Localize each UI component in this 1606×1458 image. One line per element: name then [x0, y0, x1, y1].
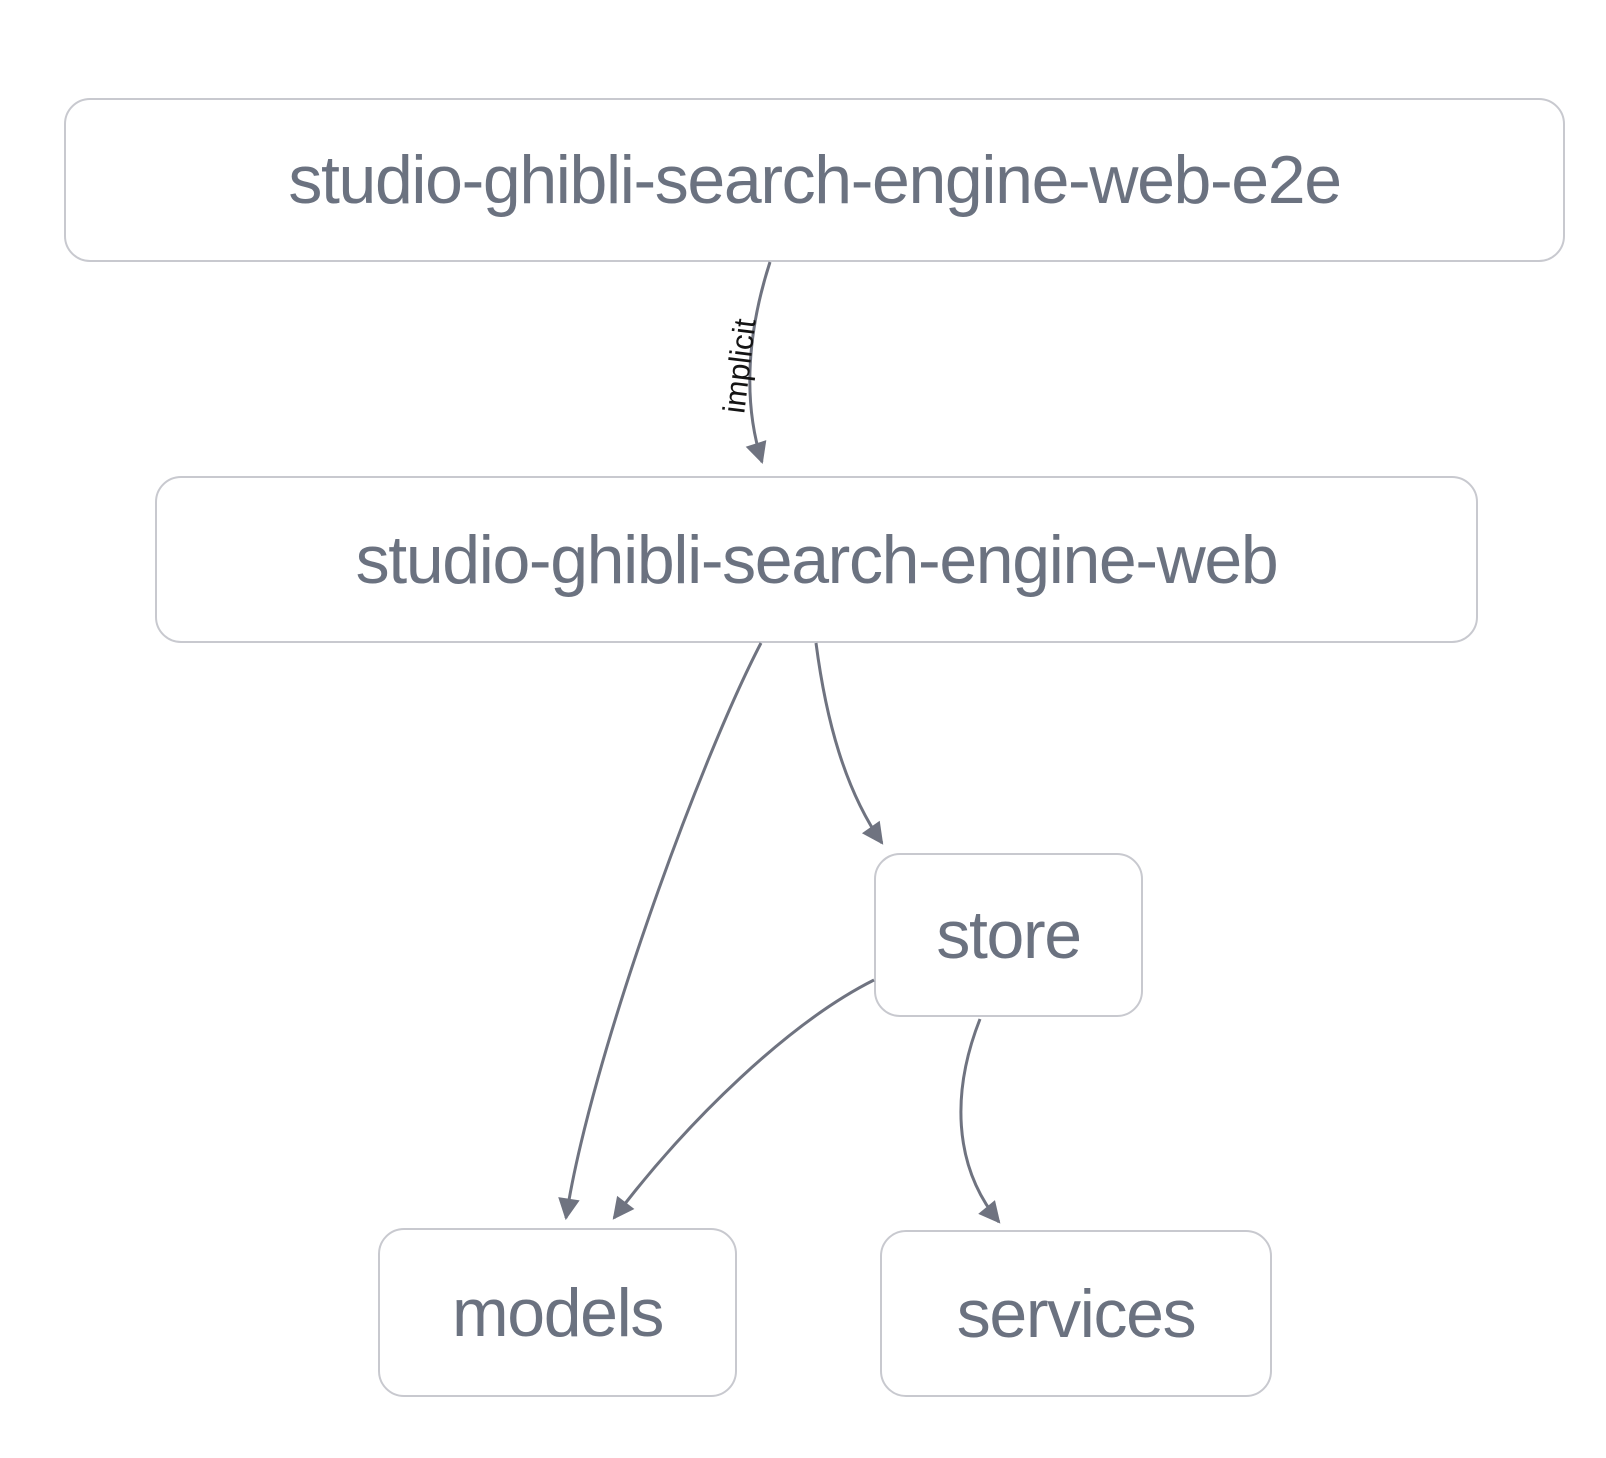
edge-web-to-store — [814, 642, 884, 845]
node-label: models — [451, 1274, 664, 1351]
node-services[interactable]: services — [880, 1230, 1272, 1397]
edge-label-implicit: implicit — [716, 316, 763, 416]
edge-store-to-services — [959, 1018, 1001, 1224]
node-models[interactable]: models — [378, 1228, 737, 1397]
node-label: store — [936, 897, 1082, 973]
node-label: services — [956, 1275, 1197, 1352]
node-studio-ghibli-search-engine-web-e2e[interactable]: studio-ghibli-search-engine-web-e2e — [64, 98, 1565, 262]
edge-e2e-to-web — [745, 261, 772, 465]
edge-web-to-models — [558, 642, 763, 1221]
node-store[interactable]: store — [874, 853, 1143, 1017]
node-studio-ghibli-search-engine-web[interactable]: studio-ghibli-search-engine-web — [155, 476, 1478, 643]
node-label: studio-ghibli-search-engine-web-e2e — [288, 142, 1342, 218]
edge-store-to-models — [612, 978, 875, 1220]
node-label: studio-ghibli-search-engine-web — [355, 521, 1279, 598]
